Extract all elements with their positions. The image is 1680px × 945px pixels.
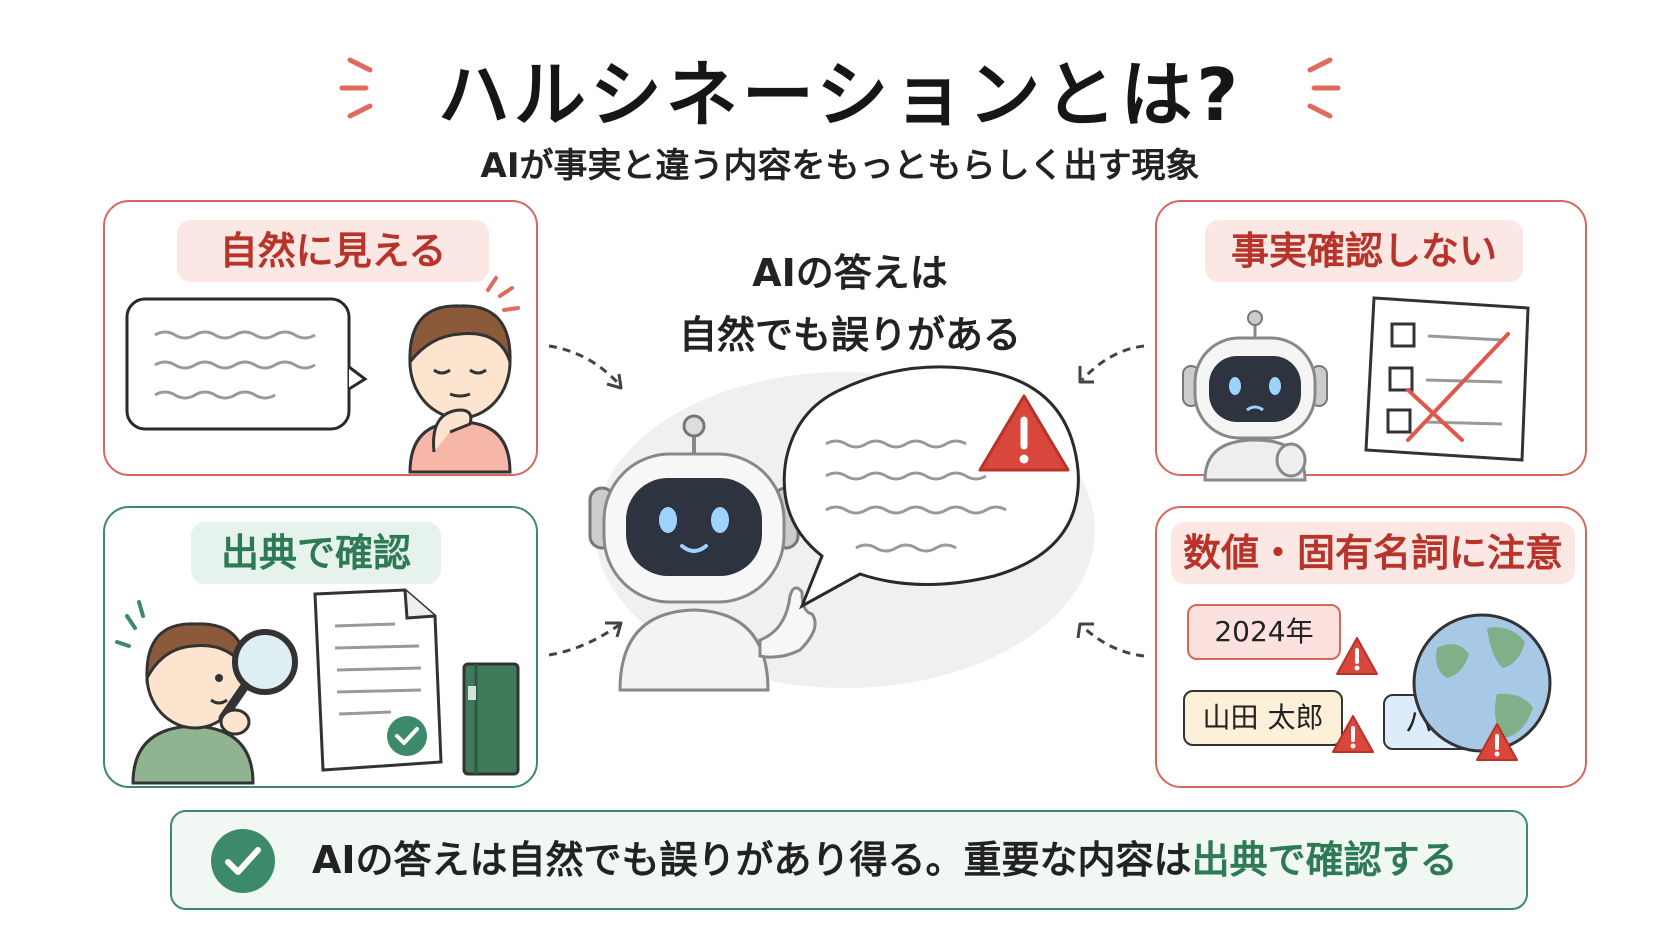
checklist-crossed-icon <box>1364 296 1530 462</box>
tag-year: 2024年 <box>1187 604 1341 660</box>
arrow-top-left-icon <box>548 344 623 390</box>
speech-bubble-icon <box>125 297 368 431</box>
panel-label: 事実確認しない <box>1205 220 1523 282</box>
panel-looks-natural: 自然に見える <box>103 200 538 476</box>
panel-label: 数値・固有名詞に注意 <box>1171 522 1575 584</box>
footer-text-main: AIの答えは自然でも誤りがあり得る。重要な内容は <box>312 838 1192 882</box>
warning-icon <box>1332 715 1374 753</box>
footer-banner: AIの答えは自然でも誤りがあり得る。重要な内容は出典で確認する <box>170 810 1528 910</box>
center-message: AIの答えは 自然でも誤りがある <box>610 242 1090 366</box>
panel-label: 出典で確認 <box>191 522 441 584</box>
page-title: ハルシネーションとは? <box>437 53 1243 137</box>
tag-person-name: 山田 太郎 <box>1183 690 1343 746</box>
title-sparks-right-icon <box>1307 57 1341 119</box>
globe-icon <box>1412 613 1552 753</box>
book-icon <box>462 662 520 776</box>
title-sparks-left-icon <box>339 57 373 119</box>
check-icon <box>211 829 275 893</box>
center-robot-illustration <box>588 365 1095 692</box>
center-line-1: AIの答えは <box>752 251 948 295</box>
robot-small-icon <box>1182 310 1328 482</box>
arrow-top-right-icon <box>1078 344 1145 384</box>
panel-label: 自然に見える <box>177 220 489 282</box>
robot-icon <box>588 414 817 692</box>
footer-text-highlight: 出典で確認する <box>1191 838 1458 882</box>
panel-check-source: 出典で確認 <box>103 506 538 788</box>
warning-icon <box>1476 723 1518 761</box>
person-with-magnifier-icon <box>115 600 298 785</box>
warning-icon <box>978 394 1070 472</box>
document-check-icon <box>313 588 443 772</box>
arrow-bottom-left-icon <box>548 621 623 657</box>
footer-text: AIの答えは自然でも誤りがあり得る。重要な内容は出典で確認する <box>312 812 1458 908</box>
page-subtitle: AIが事実と違う内容をもっともらしく出す現象 <box>480 146 1200 186</box>
panel-no-fact-check: 事実確認しない <box>1155 200 1587 482</box>
warning-icon <box>1336 637 1378 675</box>
center-line-2: 自然でも誤りがある <box>678 313 1021 357</box>
arrow-bottom-right-icon <box>1076 622 1145 658</box>
thinking-person-icon <box>408 276 520 474</box>
panel-watch-numbers-names: 数値・固有名詞に注意 2024年 山田 太郎 パリ <box>1155 506 1587 788</box>
